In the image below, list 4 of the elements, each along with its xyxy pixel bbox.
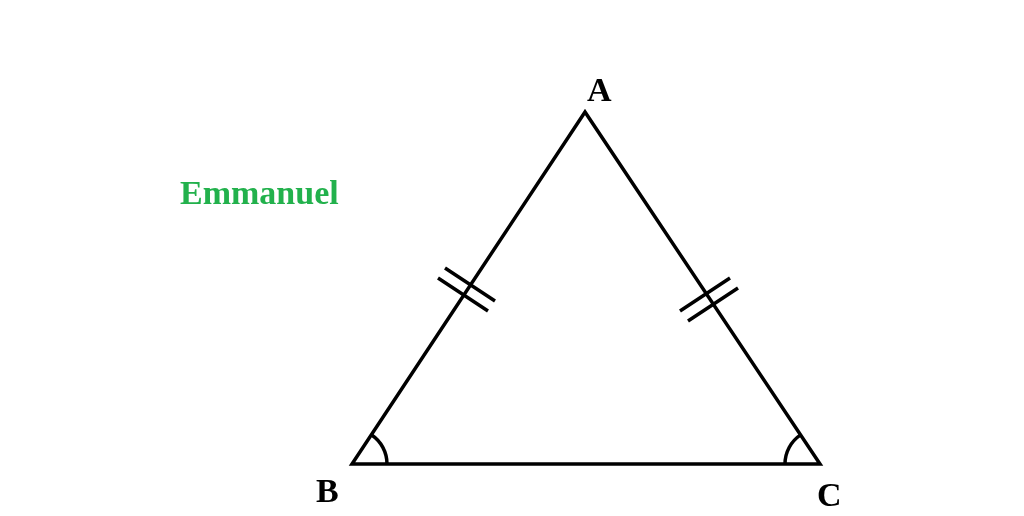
- vertex-label: B: [316, 474, 339, 508]
- vertex-label: C: [817, 478, 842, 512]
- vertex-label: A: [587, 73, 612, 107]
- author-name: Emmanuel: [180, 176, 339, 210]
